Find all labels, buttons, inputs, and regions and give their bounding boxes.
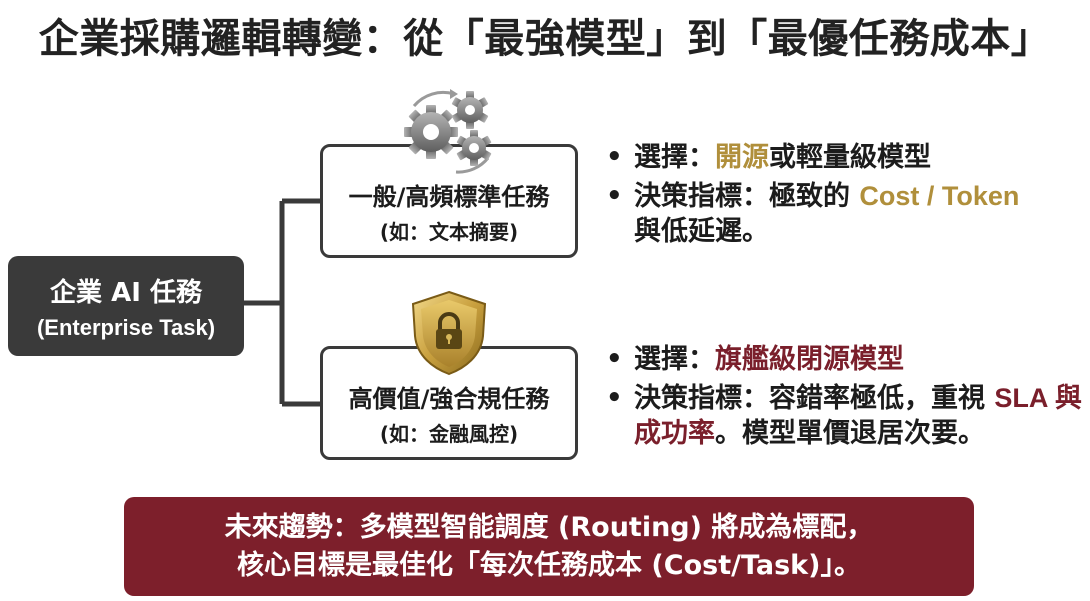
- bullet-choice: • 選擇：開源或輕量級模型: [606, 142, 931, 173]
- banner-line-1: 未來趨勢：多模型智能調度 (Routing) 將成為標配，: [224, 511, 874, 543]
- highlight-sla-success: SLA 與成功率: [634, 383, 1082, 448]
- root-node: 企業 AI 任務 (Enterprise Task): [8, 256, 244, 356]
- highlight-open-source: 開源: [715, 142, 769, 173]
- task-example: (如：金融風控): [379, 422, 519, 446]
- gears-icon: [396, 86, 506, 176]
- root-label-en: (Enterprise Task): [36, 314, 216, 340]
- task-name: 高價值/強合規任務: [348, 385, 550, 413]
- trend-banner: 未來趨勢：多模型智能調度 (Routing) 將成為標配， 核心目標是最佳化「每…: [124, 497, 974, 596]
- highlight-cost-token: Cost / Token: [859, 181, 1020, 211]
- bullets-high-value: • 選擇：旗艦級閉源模型 • 決策指標：容錯率極低，重視 SLA 與成功率。模型…: [606, 342, 1086, 455]
- lock-shield-icon: [409, 290, 489, 376]
- page-title: 企業採購邏輯轉變：從「最強模型」到「最優任務成本」: [38, 16, 1052, 62]
- banner-line-2: 核心目標是最佳化「每次任務成本 (Cost/Task)」。: [237, 549, 861, 581]
- task-example: (如：文本摘要): [379, 220, 519, 244]
- task-name: 一般/高頻標準任務: [348, 183, 550, 211]
- root-label-zh: 企業 AI 任務: [50, 277, 202, 308]
- bullet-metric: • 決策指標：容錯率極低，重視 SLA 與成功率。模型單價退居次要。: [606, 383, 1082, 449]
- highlight-flagship-model: 旗艦級閉源模型: [715, 344, 904, 375]
- bullet-choice: • 選擇：旗艦級閉源模型: [606, 344, 904, 375]
